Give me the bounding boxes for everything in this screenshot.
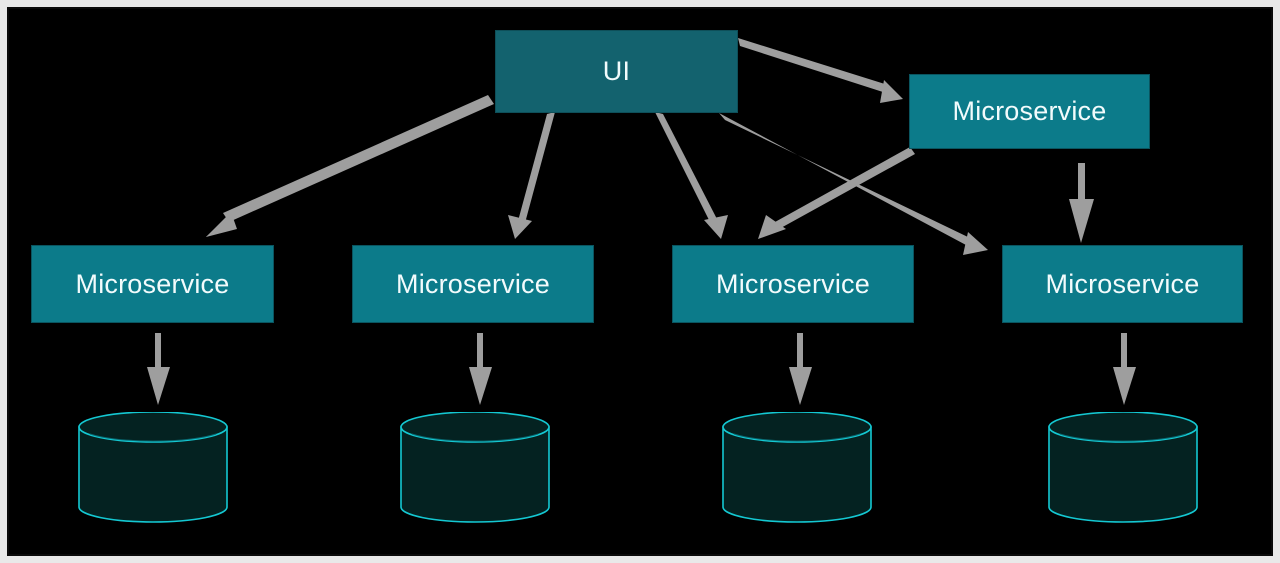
edge-microservice-2-to-database-2 xyxy=(469,333,492,405)
node-microservice-3-label: Microservice xyxy=(716,268,870,299)
node-microservice-0-label: Microservice xyxy=(952,96,1107,126)
edge-ui-to-microservice-0 xyxy=(738,38,903,103)
node-microservice-2[interactable]: Microservice xyxy=(352,245,594,323)
edge-ui-to-microservice-1 xyxy=(206,95,494,237)
node-microservice-1-label: Microservice xyxy=(75,268,230,299)
edge-microservice-4-to-database-4 xyxy=(1113,333,1136,405)
node-microservice-2-label: Microservice xyxy=(396,268,550,299)
edge-microservice-0-to-microservice-4 xyxy=(1069,163,1094,243)
edge-ui-to-microservice-4 xyxy=(719,113,988,255)
node-microservice-1[interactable]: Microservice xyxy=(31,245,274,323)
node-microservice-0[interactable]: Microservice xyxy=(909,74,1150,149)
edge-microservice-0-to-microservice-3 xyxy=(758,147,915,239)
node-microservice-4[interactable]: Microservice xyxy=(1002,245,1243,323)
edge-ui-to-microservice-2 xyxy=(508,112,555,239)
node-ui[interactable]: UI xyxy=(495,30,738,113)
database-cylinder-4[interactable] xyxy=(1048,412,1198,528)
edge-microservice-1-to-database-1 xyxy=(147,333,170,405)
database-cylinder-3[interactable] xyxy=(722,412,872,528)
database-cylinder-1[interactable] xyxy=(78,412,228,528)
node-microservice-4-label: Microservice xyxy=(1045,268,1200,299)
database-cylinder-2[interactable] xyxy=(400,412,550,528)
node-microservice-3[interactable]: Microservice xyxy=(672,245,914,323)
node-ui-label: UI xyxy=(602,56,631,86)
connector-layer xyxy=(147,38,1136,405)
edge-microservice-3-to-database-3 xyxy=(789,333,812,405)
edge-ui-to-microservice-3 xyxy=(655,112,728,239)
